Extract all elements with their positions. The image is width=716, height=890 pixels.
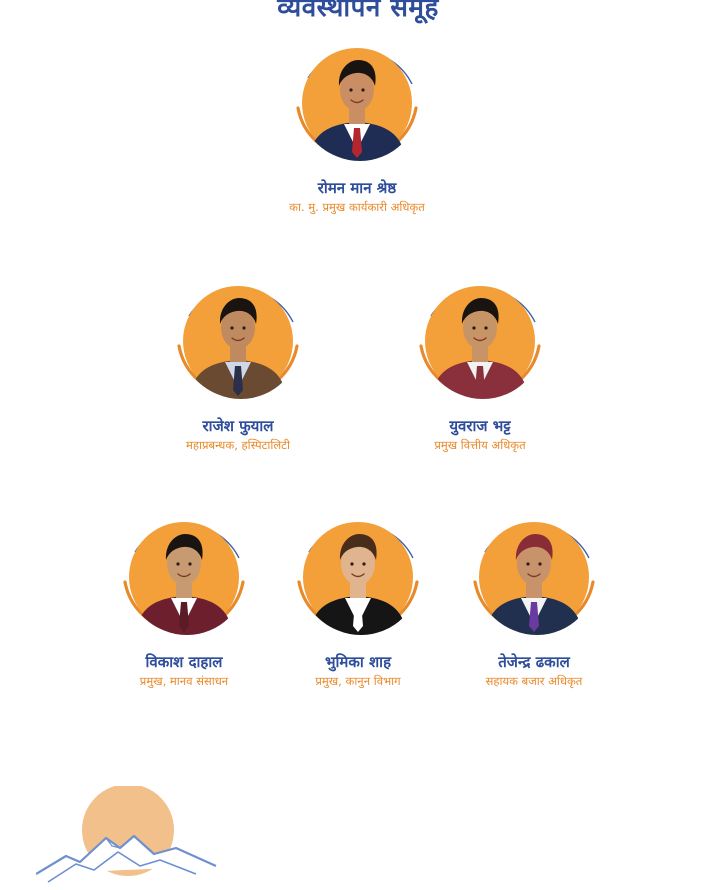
member-role: का. मु. प्रमुख कार्यकारी अधिकृत [289, 200, 425, 214]
portrait-photo [177, 286, 299, 399]
member-role: सहायक बजार अधिकृत [485, 674, 583, 688]
portrait-photo [297, 522, 419, 635]
portrait [417, 276, 543, 402]
portrait [295, 512, 421, 638]
portrait-photo [296, 48, 418, 161]
page-title: व्यवस्थापन समूह [277, 0, 439, 23]
portrait-photo [123, 522, 245, 635]
member-role: प्रमुख वित्तीय अधिकृत [434, 438, 526, 452]
member-role: प्रमुख, मानव संसाधन [139, 674, 229, 688]
mountain-sun-icon [35, 784, 217, 883]
portrait [121, 512, 247, 638]
team-member-marketing-officer: तेजेन्द्र ढकाल सहायक बजार अधिकृत [414, 512, 654, 689]
mountain-sun-logo [35, 784, 226, 886]
portrait [471, 512, 597, 638]
team-member-finance-head: युवराज भट्ट प्रमुख वित्तीय अधिकृत [360, 276, 600, 453]
member-name: राजेश फुयाल [202, 417, 274, 435]
team-member-general-manager: राजेश फुयाल महाप्रबन्धक, हस्पिटालिटी [118, 276, 358, 453]
portrait [175, 276, 301, 402]
team-member-legal-head: भुमिका शाह प्रमुख, कानुन विभाग [238, 512, 478, 689]
portrait [294, 38, 420, 164]
team-member-ceo: रोमन मान श्रेष्ठ का. मु. प्रमुख कार्यकारी… [237, 38, 477, 215]
team-member-hr-head: विकाश दाहाल प्रमुख, मानव संसाधन [64, 512, 304, 689]
member-role: प्रमुख, कानुन विभाग [315, 674, 401, 688]
member-name: तेजेन्द्र ढकाल [498, 653, 570, 671]
member-name: भुमिका शाह [324, 653, 392, 671]
portrait-photo [419, 286, 541, 399]
member-name: रोमन मान श्रेष्ठ [317, 179, 397, 197]
portrait-photo [473, 522, 595, 635]
member-name: युवराज भट्ट [449, 417, 511, 435]
member-role: महाप्रबन्धक, हस्पिटालिटी [186, 438, 290, 452]
member-name: विकाश दाहाल [145, 653, 223, 671]
